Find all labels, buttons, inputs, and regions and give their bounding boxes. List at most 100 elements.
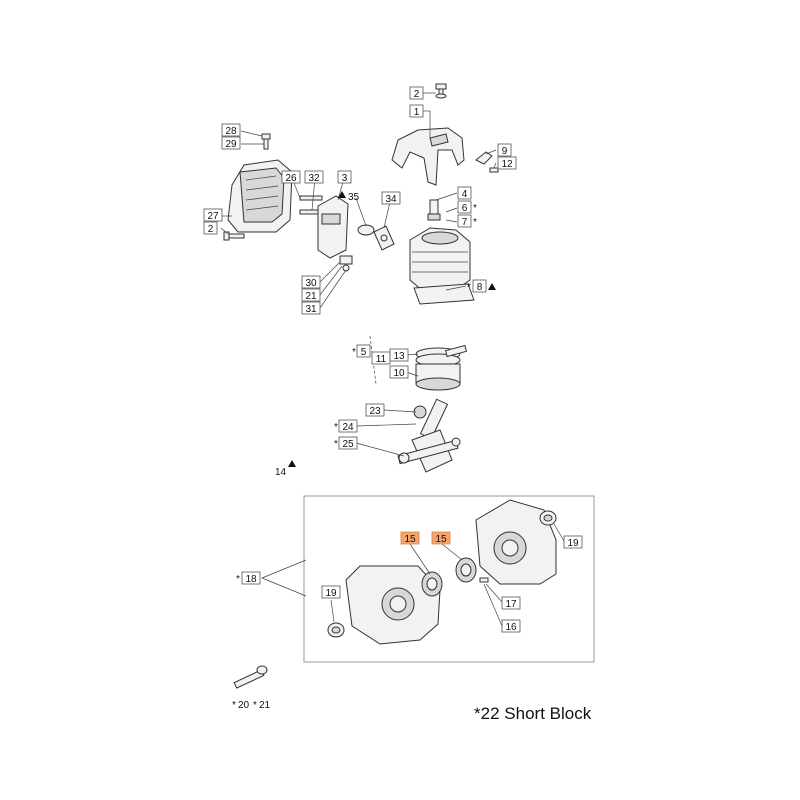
callout-27: 27 <box>203 208 223 222</box>
callout-32: 32 <box>304 170 324 184</box>
callout-14: 14 <box>275 460 296 478</box>
callout-35: 35 <box>338 191 360 203</box>
svg-text:15: 15 <box>435 534 447 545</box>
callout-20: *20 <box>232 700 250 711</box>
svg-text:27: 27 <box>207 211 219 222</box>
air-filter-cover-part <box>227 159 293 233</box>
callout-10: 10 <box>389 365 409 379</box>
callout-2-left: 2 <box>203 221 218 235</box>
bolt-bottom-part <box>233 665 268 689</box>
callout-30: 30 <box>301 275 321 289</box>
callout-1: 1 <box>409 104 424 118</box>
clip-part <box>475 151 499 173</box>
callout-3: 3 <box>337 170 352 184</box>
callout-28: 28 <box>221 123 241 137</box>
spark-plug-part <box>427 199 441 221</box>
callout-21-bottom: *21 <box>253 700 271 711</box>
svg-text:20: 20 <box>238 700 250 711</box>
svg-text:6: 6 <box>462 203 468 214</box>
svg-text:19: 19 <box>325 588 337 599</box>
svg-text:*: * <box>232 700 236 711</box>
svg-text:*: * <box>352 347 356 358</box>
callout-24: * 24 <box>334 419 358 433</box>
callout-16: 16 <box>501 619 521 633</box>
legend-star: * <box>474 704 481 723</box>
svg-text:15: 15 <box>404 534 416 545</box>
callout-15-left: 15 <box>400 531 420 545</box>
bearing-part <box>421 557 477 597</box>
svg-text:*: * <box>253 700 257 711</box>
svg-text:35: 35 <box>348 192 360 203</box>
svg-text:31: 31 <box>305 304 317 315</box>
svg-text:17: 17 <box>505 599 517 610</box>
svg-text:24: 24 <box>342 422 354 433</box>
svg-text:32: 32 <box>308 173 320 184</box>
callout-26: 26 <box>281 170 301 184</box>
svg-text:2: 2 <box>208 224 214 235</box>
short-block-legend: *22 Short Block <box>474 704 591 724</box>
carburetor-part <box>299 195 349 259</box>
svg-text:4: 4 <box>462 189 468 200</box>
svg-text:28: 28 <box>225 126 237 137</box>
crankshaft-part <box>397 398 461 473</box>
cylinder-part <box>409 227 475 305</box>
svg-text:9: 9 <box>502 146 508 157</box>
svg-text:11: 11 <box>376 354 387 365</box>
callout-6: 6* <box>457 200 477 214</box>
svg-text:*: * <box>473 203 477 214</box>
callout-4: 4 <box>457 186 472 200</box>
short-block-frame <box>303 495 595 663</box>
callout-12: 12 <box>497 156 517 170</box>
svg-text:12: 12 <box>501 159 513 170</box>
crankcase-right-part <box>475 499 557 585</box>
svg-text:29: 29 <box>225 139 237 150</box>
crankcase-left-part <box>345 565 441 645</box>
callout-18: * 18 <box>236 571 261 585</box>
legend-label: Short Block <box>504 704 592 723</box>
svg-text:26: 26 <box>285 173 297 184</box>
callout-2-top: 2 <box>409 86 424 100</box>
svg-text:30: 30 <box>305 278 317 289</box>
svg-text:21: 21 <box>259 700 271 711</box>
callout-5: *5 <box>352 344 371 358</box>
dowel-pin-part <box>479 577 489 583</box>
callout-9: 9 <box>497 143 512 157</box>
svg-text:25: 25 <box>342 439 354 450</box>
svg-text:3: 3 <box>342 173 348 184</box>
callout-31: 31 <box>301 301 321 315</box>
svg-text:19: 19 <box>567 538 579 549</box>
callout-21-top: 21 <box>301 288 321 302</box>
svg-text:*: * <box>467 282 471 293</box>
svg-text:1: 1 <box>414 107 420 118</box>
svg-text:2: 2 <box>414 89 420 100</box>
fuel-fitting-part <box>339 255 353 272</box>
svg-text:*: * <box>334 422 338 433</box>
svg-text:14: 14 <box>275 467 287 478</box>
svg-text:5: 5 <box>361 347 367 358</box>
seal-part <box>327 510 557 638</box>
svg-text:7: 7 <box>462 217 468 228</box>
svg-text:*: * <box>236 574 240 585</box>
callout-25: * 25 <box>334 436 358 450</box>
callout-15-right: 15 <box>431 531 451 545</box>
svg-text:*: * <box>334 439 338 450</box>
callout-34: 34 <box>381 191 401 205</box>
svg-text:23: 23 <box>369 406 381 417</box>
svg-text:8: 8 <box>477 282 483 293</box>
callout-23: 23 <box>365 403 385 417</box>
callout-13: 13 <box>389 348 409 362</box>
callout-29: 29 <box>221 136 241 150</box>
callout-7: 7* <box>457 214 477 228</box>
callout-19-right: 19 <box>563 535 583 549</box>
screw-part <box>261 133 271 150</box>
svg-text:10: 10 <box>393 368 405 379</box>
bolt-top-part <box>435 83 447 99</box>
bolt-left-part <box>223 231 245 241</box>
svg-text:13: 13 <box>393 351 405 362</box>
svg-text:21: 21 <box>305 291 317 302</box>
svg-text:18: 18 <box>245 574 257 585</box>
callout-17: 17 <box>501 596 521 610</box>
spacer-part <box>357 224 375 236</box>
svg-text:34: 34 <box>385 194 397 205</box>
